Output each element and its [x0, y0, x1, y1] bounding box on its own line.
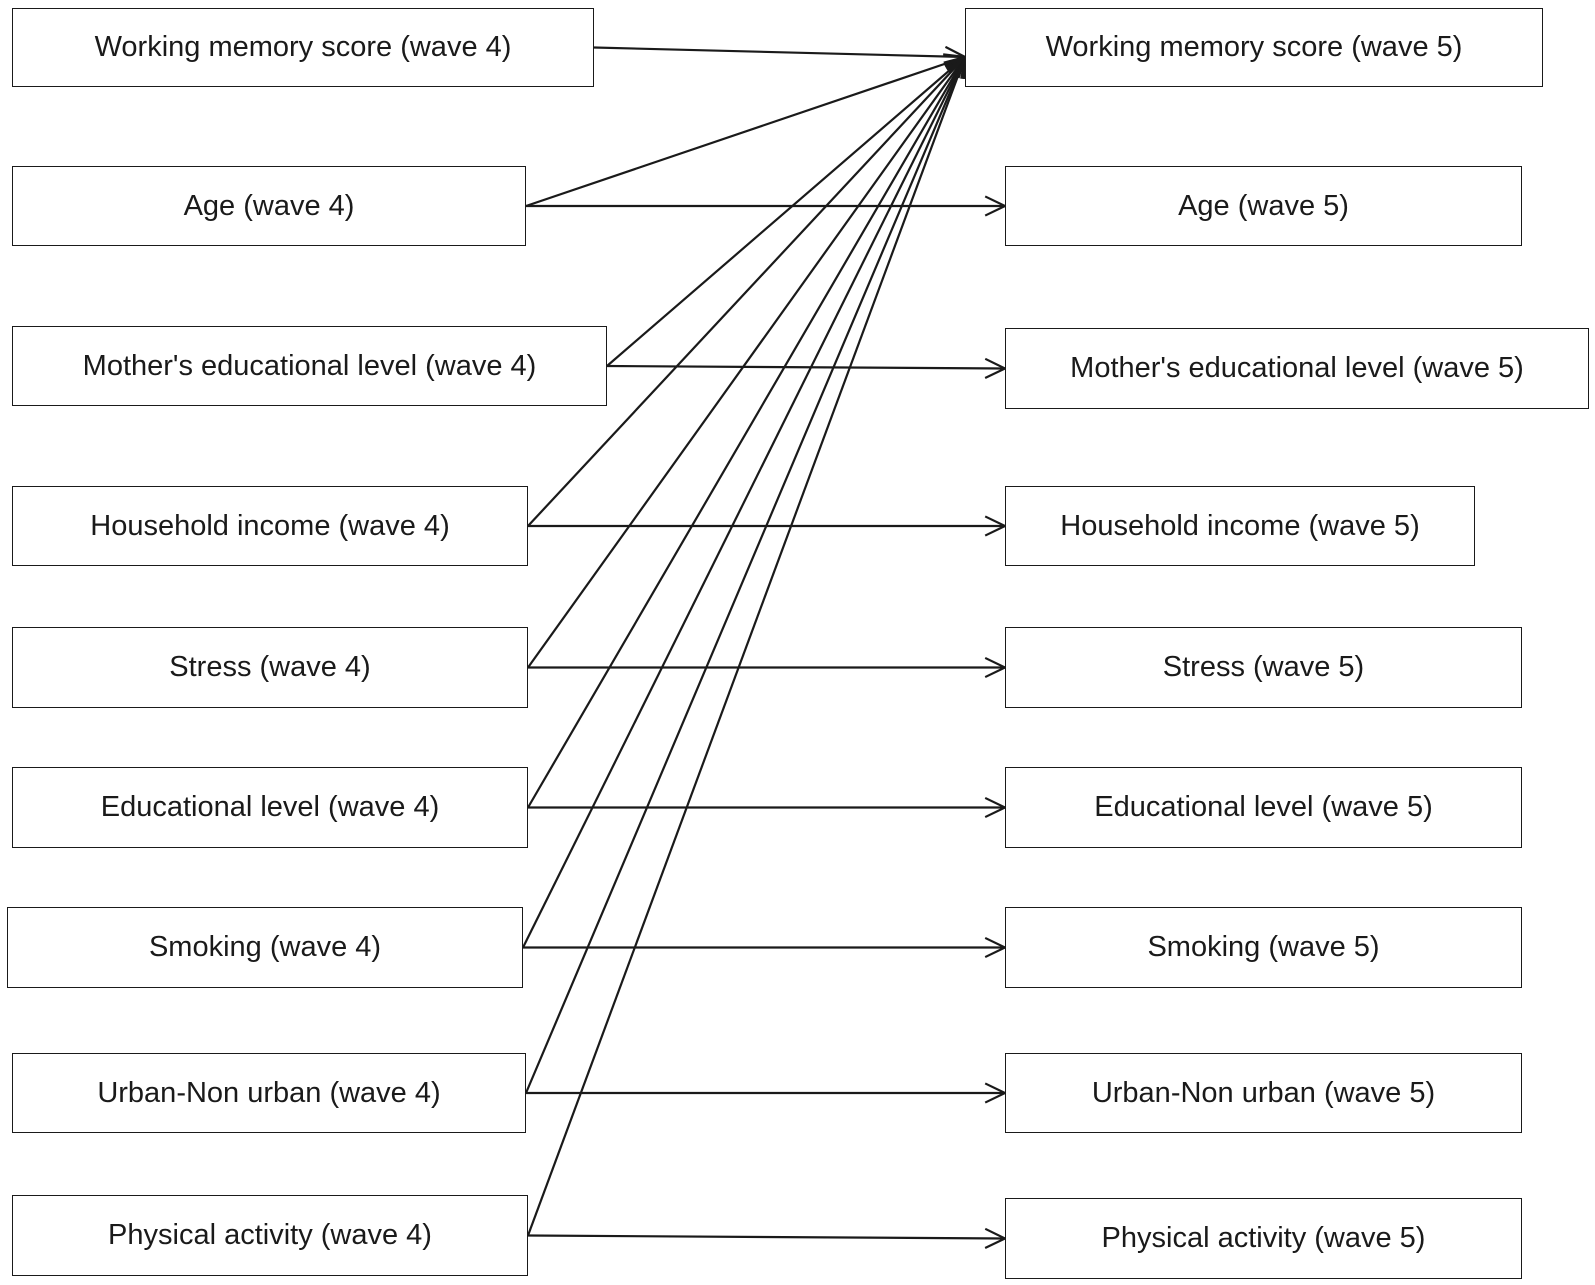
- arrow-smoking4-to-smoking5: [523, 936, 1008, 959]
- arrow-edu4-to-edu5: [528, 796, 1008, 819]
- node-educational-level-wave4: Educational level (wave 4): [12, 767, 528, 848]
- arrow-income4-to-wm5: [527, 55, 967, 527]
- node-stress-wave5: Stress (wave 5): [1005, 627, 1522, 708]
- node-working-memory-wave5: Working memory score (wave 5): [965, 8, 1543, 87]
- node-physical-activity-wave5: Physical activity (wave 5): [1005, 1198, 1522, 1279]
- node-urban-wave4: Urban-Non urban (wave 4): [12, 1053, 526, 1133]
- node-smoking-wave5: Smoking (wave 5): [1005, 907, 1522, 988]
- arrow-age4-to-age5: [526, 195, 1008, 217]
- node-physical-activity-wave4: Physical activity (wave 4): [12, 1195, 528, 1276]
- node-household-income-wave5: Household income (wave 5): [1005, 486, 1475, 566]
- node-mothers-education-wave4: Mother's educational level (wave 4): [12, 326, 607, 406]
- arrow-edu4-to-wm5: [527, 54, 967, 809]
- node-stress-wave4: Stress (wave 4): [12, 627, 528, 708]
- arrow-urban4-to-wm5: [524, 54, 968, 1094]
- arrow-urban4-to-urban5: [526, 1082, 1008, 1104]
- node-educational-level-wave5: Educational level (wave 5): [1005, 767, 1522, 848]
- arrow-wm4-to-wm5: [593, 45, 968, 68]
- node-smoking-wave4: Smoking (wave 4): [7, 907, 523, 988]
- arrow-stress4-to-stress5: [528, 656, 1008, 679]
- arrow-pa4-to-wm5: [526, 54, 969, 1236]
- node-urban-wave5: Urban-Non urban (wave 5): [1005, 1053, 1522, 1133]
- arrow-smoking4-to-wm5: [522, 54, 967, 948]
- node-mothers-education-wave5: Mother's educational level (wave 5): [1005, 328, 1589, 409]
- node-household-income-wave4: Household income (wave 4): [12, 486, 528, 566]
- node-age-wave4: Age (wave 4): [12, 166, 526, 246]
- arrow-pa4-to-pa5: [527, 1227, 1008, 1249]
- node-working-memory-wave4: Working memory score (wave 4): [12, 8, 594, 87]
- node-age-wave5: Age (wave 5): [1005, 166, 1522, 246]
- arrow-mother4-to-wm5: [606, 55, 967, 367]
